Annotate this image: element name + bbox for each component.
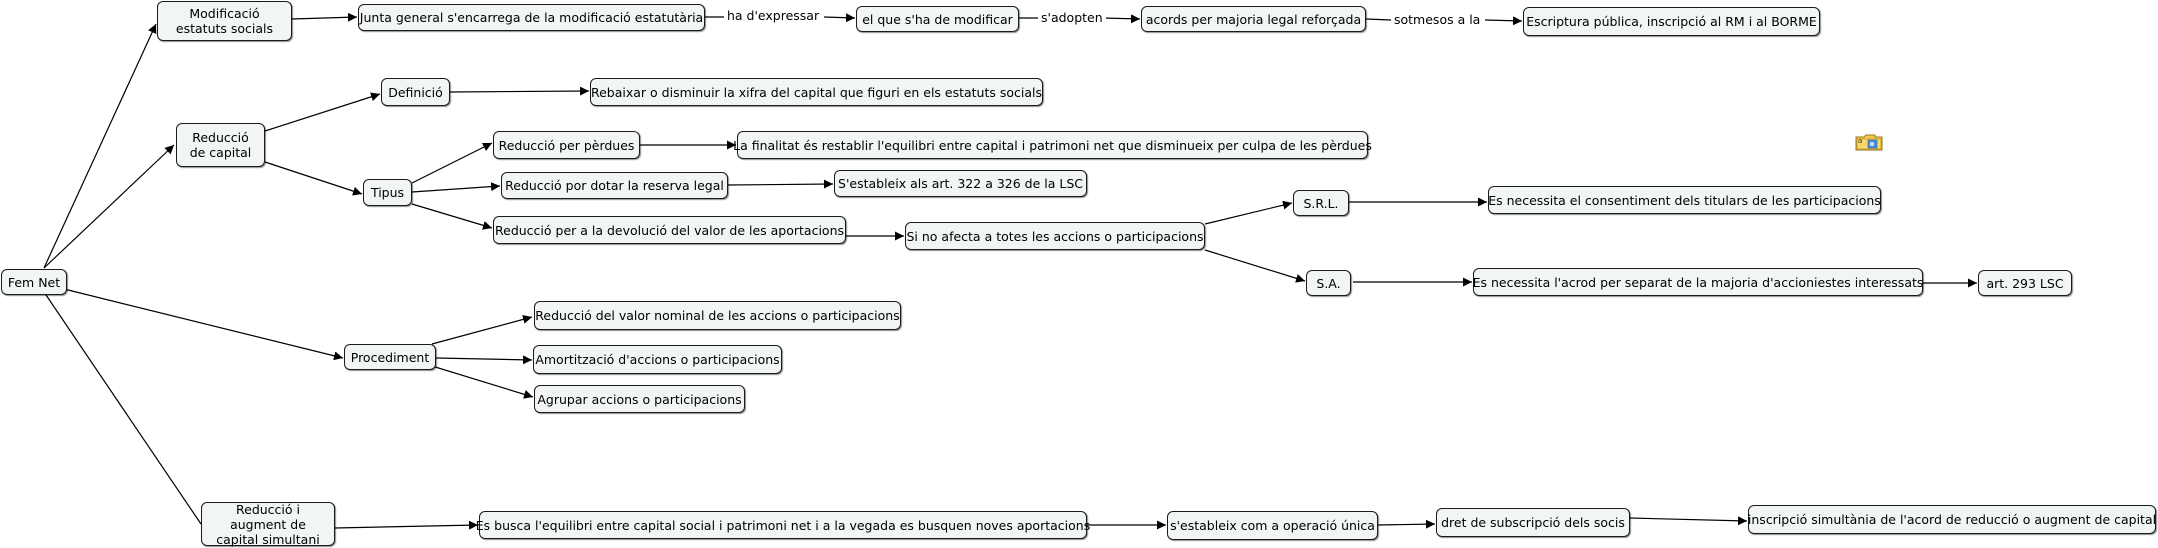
edge-proc-2 — [435, 355, 533, 365]
node-perdues-text[interactable]: La finalitat és restablir l'equilibri en… — [733, 131, 1372, 159]
node-definicio[interactable]: Definició — [381, 78, 450, 106]
edge-root-procediment — [59, 287, 344, 361]
node-reduccio-reserva[interactable]: Reducció por dotar la reserva legal — [501, 172, 728, 199]
edge-simultani-equilibri — [334, 520, 479, 530]
edge-adopten-acords — [1102, 14, 1141, 24]
edge-tipus-perdues — [411, 142, 493, 184]
edge-dret-inscripcio — [1629, 516, 1748, 526]
edge-expressar-quees — [823, 13, 856, 23]
node-sa-text[interactable]: Es necessita l'acrod per separat de la m… — [1473, 268, 1923, 296]
svg-text:a: a — [1858, 137, 1862, 145]
node-el-que-modificar[interactable]: el que s'ha de modificar — [856, 6, 1019, 32]
edge-definicio-text — [449, 86, 590, 96]
edge-modif-junta — [291, 12, 358, 22]
edge-proc-3 — [431, 365, 534, 399]
edge-tipus-devolucio — [411, 203, 493, 230]
link-s-adopten: s'adopten — [1038, 11, 1106, 25]
edge-root-reduccio — [43, 144, 175, 269]
edge-tipus-reserva — [411, 182, 501, 193]
link-sotmesos-a-la: sotmesos a la — [1391, 13, 1484, 27]
node-acords-majoria[interactable]: acords per majoria legal reforçada — [1141, 6, 1366, 32]
node-reduccio-perdues[interactable]: Reducció per pèrdues — [493, 131, 640, 159]
edge-root-simultani — [43, 291, 202, 525]
node-sa[interactable]: S.A. — [1306, 270, 1351, 296]
edge-proc-1 — [431, 315, 533, 345]
link-ha-d-expressar: ha d'expressar — [724, 9, 823, 23]
edge-reduccio-tipus — [264, 161, 363, 196]
node-proc-amortitzacio[interactable]: Amortització d'accions o participacions — [533, 345, 782, 374]
node-operacio-unica[interactable]: s'estableix com a operació única — [1167, 511, 1378, 540]
node-no-afecta[interactable]: Si no afecta a totes les accions o parti… — [905, 222, 1205, 250]
node-definicio-text[interactable]: Rebaixar o disminuir la xifra del capita… — [590, 78, 1043, 106]
edge-sotmesos-escriptura — [1484, 16, 1523, 26]
node-procediment[interactable]: Procediment — [344, 344, 436, 370]
edge-reserva-text — [727, 179, 834, 189]
edge-reduccio-definicio — [264, 92, 381, 132]
edge-root-modif — [43, 23, 157, 269]
node-equilibri-text[interactable]: Es busca l'equilibri entre capital socia… — [476, 511, 1090, 539]
node-junta-general[interactable]: Junta general s'encarrega de la modifica… — [358, 4, 705, 31]
node-dret-subscripcio[interactable]: dret de subscripció dels socis — [1436, 508, 1630, 537]
node-modificacio-estatuts[interactable]: Modificació estatuts socials — [157, 1, 292, 41]
node-escriptura-publica[interactable]: Escriptura pública, inscripció al RM i a… — [1523, 7, 1820, 36]
node-reduccio-augment-simultani[interactable]: Reducció i augment de capital simultani — [201, 502, 335, 547]
edge-operacio-dret — [1377, 519, 1436, 529]
resource-attachment-icon[interactable]: a — [1855, 133, 1883, 151]
node-art-293[interactable]: art. 293 LSC — [1978, 270, 2072, 296]
edge-noafecta-srl — [1204, 200, 1293, 225]
edge-noafecta-sa — [1204, 249, 1306, 283]
node-reserva-text[interactable]: S'estableix als art. 322 a 326 de la LSC — [834, 170, 1087, 197]
edge-acords-sotmesos — [1365, 18, 1392, 21]
node-proc-valor-nominal[interactable]: Reducció del valor nominal de les accion… — [534, 301, 901, 330]
node-tipus[interactable]: Tipus — [363, 179, 412, 206]
root-node-fem-net[interactable]: Fem Net — [1, 269, 67, 295]
node-reduccio-devolucio[interactable]: Reducció per a la devolució del valor de… — [493, 216, 846, 244]
node-proc-agrupar[interactable]: Agrupar accions o participacions — [534, 385, 745, 413]
node-srl[interactable]: S.R.L. — [1293, 190, 1349, 216]
node-inscripcio-simultania[interactable]: inscripció simultània de l'acord de redu… — [1748, 505, 2156, 534]
node-srl-text[interactable]: Es necessita el consentiment dels titula… — [1488, 186, 1881, 214]
node-reduccio-capital[interactable]: Reducció de capital — [176, 123, 265, 167]
